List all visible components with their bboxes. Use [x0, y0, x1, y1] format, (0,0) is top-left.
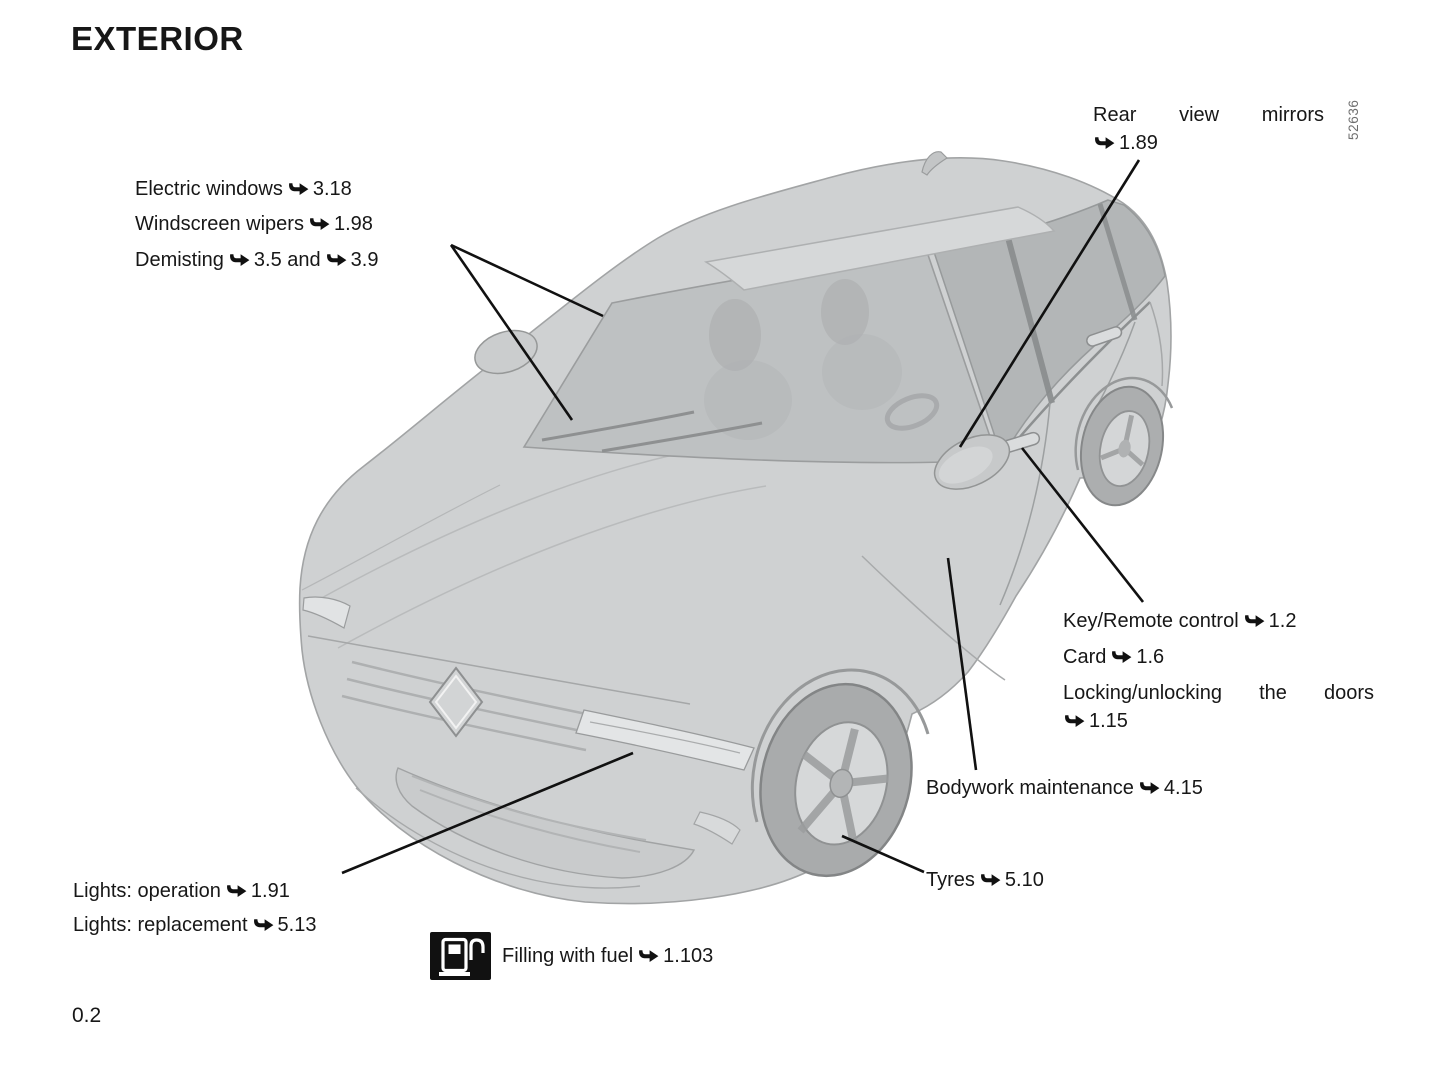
page-number: 0.2 — [72, 1004, 102, 1027]
left-headlight — [302, 596, 351, 629]
fuel-pump-icon — [430, 932, 491, 980]
page-ref-arrow-icon — [287, 182, 309, 196]
callout-label: Bodywork maintenance — [926, 777, 1134, 799]
callout-rear-view-mirrors: Rear view mirrors 1.89 — [1093, 101, 1324, 157]
callout-line-rear-view-mirrors — [958, 159, 1141, 448]
page-ref-arrow-icon — [252, 918, 274, 932]
page-reference: 1.89 — [1119, 132, 1158, 154]
page-ref-arrow-icon — [637, 949, 659, 963]
callout-windscreen-wipers: Windscreen wipers 1.98 — [135, 210, 373, 238]
page-reference: 1.91 — [250, 880, 290, 902]
right-door-mirror — [933, 434, 1011, 490]
page-ref-arrow-icon — [225, 884, 247, 898]
sunroof — [703, 206, 1056, 291]
page-ref-arrow-icon — [228, 253, 250, 267]
page-reference: 3.5 — [253, 249, 282, 271]
callout-lights-operation: Lights: operation 1.91 — [73, 877, 290, 905]
page-ref-arrow-icon — [1063, 714, 1085, 728]
page-reference: 5.13 — [277, 914, 317, 936]
car-body-group — [298, 151, 1174, 905]
front-wheel — [759, 682, 913, 878]
figure-number: 52636 — [1346, 99, 1361, 140]
callout-line-windscreen-top — [450, 243, 604, 318]
callout-label: Card — [1063, 646, 1107, 668]
callout-locking-unlocking: Locking/unlocking the doors 1.15 — [1063, 679, 1374, 735]
callout-line-lights — [341, 751, 634, 875]
callout-line-tyres — [841, 834, 925, 874]
callout-line-wipers — [449, 244, 574, 421]
page-reference: 3.18 — [312, 178, 352, 200]
callout-card: Card 1.6 — [1063, 643, 1164, 671]
callout-key-remote-control: Key/Remote control 1.2 — [1063, 607, 1296, 635]
page-ref-arrow-icon — [325, 253, 347, 267]
page-title: EXTERIOR — [71, 20, 244, 57]
windscreen-wiper — [541, 410, 695, 442]
callout-line-key-remote — [1020, 447, 1145, 603]
callout-label: Lights: replacement — [73, 914, 248, 936]
page-ref-arrow-icon — [1138, 781, 1160, 795]
right-headlight — [575, 709, 755, 771]
page-reference: 1.6 — [1136, 646, 1165, 668]
callout-bodywork-maintenance: Bodywork maintenance 4.15 — [926, 774, 1203, 802]
callout-label: Tyres — [926, 869, 975, 891]
page-reference: 1.15 — [1089, 710, 1128, 732]
page-reference: 4.15 — [1163, 777, 1203, 799]
page-reference: 1.98 — [333, 213, 373, 235]
callout-lights-replacement: Lights: replacement 5.13 — [73, 911, 316, 939]
brand-logo — [428, 666, 484, 738]
rear-door-handle — [1086, 326, 1123, 347]
callout-label: Key/Remote control — [1063, 610, 1239, 632]
callout-joiner: and — [287, 249, 321, 271]
callout-label: Locking/unlocking the doors — [1063, 682, 1374, 704]
callout-label: Windscreen wipers — [135, 213, 304, 235]
page-reference: 3.9 — [350, 249, 379, 271]
callout-lines — [341, 159, 1145, 875]
callout-line-bodywork — [946, 557, 978, 771]
page-ref-arrow-icon — [979, 873, 1001, 887]
page-ref-arrow-icon — [308, 217, 330, 231]
callout-label: Rear view mirrors — [1093, 104, 1324, 126]
callout-demisting: Demisting 3.5 and 3.9 — [135, 246, 378, 274]
left-door-mirror — [474, 329, 538, 375]
page-reference: 5.10 — [1004, 869, 1044, 891]
callout-label: Electric windows — [135, 178, 283, 200]
callout-label: Lights: operation — [73, 880, 221, 902]
callout-label: Filling with fuel — [502, 945, 634, 967]
page-ref-arrow-icon — [1110, 650, 1132, 664]
page-reference: 1.103 — [663, 945, 714, 967]
fuel-label-row: Filling with fuel 1.103 — [502, 942, 713, 970]
callout-label: Demisting — [135, 249, 224, 271]
callout-filling-with-fuel: Filling with fuel 1.103 — [430, 932, 713, 980]
antenna-icon — [921, 151, 948, 176]
callout-electric-windows: Electric windows 3.18 — [135, 175, 352, 203]
page-reference: 1.2 — [1268, 610, 1297, 632]
rear-wheel — [1079, 385, 1165, 507]
page-ref-arrow-icon — [1243, 614, 1265, 628]
callout-tyres: Tyres 5.10 — [926, 866, 1044, 894]
page-ref-arrow-icon — [1093, 136, 1115, 150]
windscreen-wiper — [601, 421, 763, 453]
